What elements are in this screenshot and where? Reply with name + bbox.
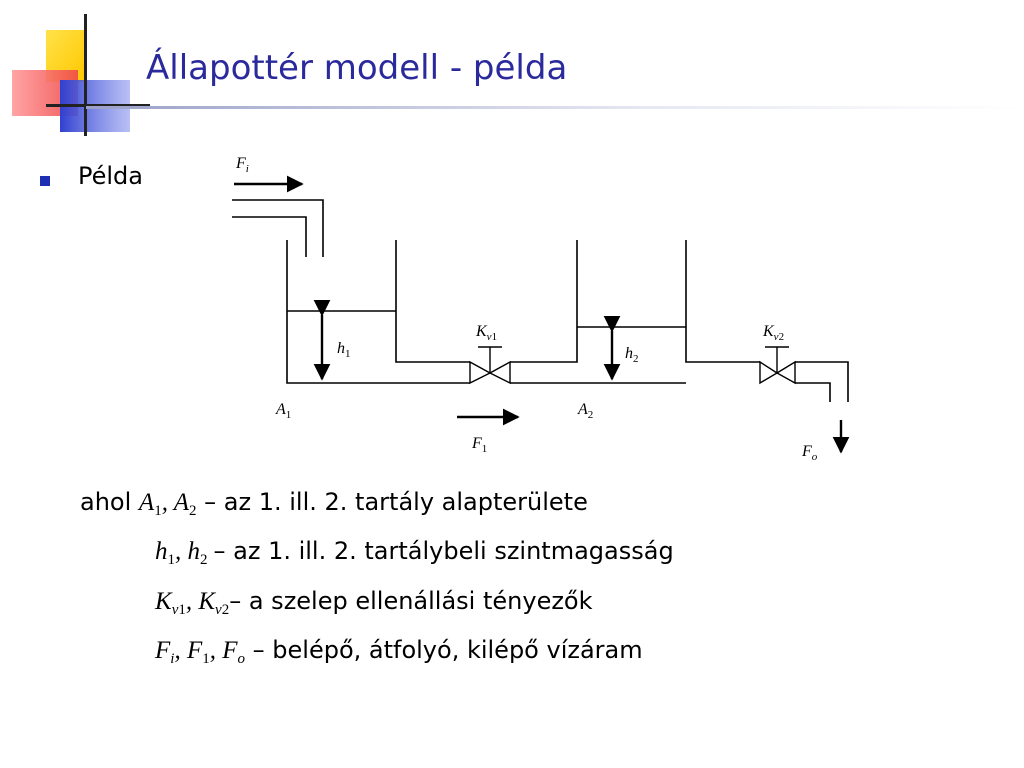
outlet-pipe-top — [795, 361, 849, 402]
inlet-pipe-outer — [232, 199, 324, 257]
definition-row-2: h1, h2– az 1. ill. 2. tartálybeli szintm… — [155, 537, 674, 569]
label-Fo: Fo — [801, 443, 818, 463]
logo-horizontal-line — [46, 104, 150, 107]
label-A2: A2 — [577, 401, 593, 421]
inlet-pipe-inner — [232, 216, 307, 257]
decorative-logo — [12, 14, 150, 136]
outlet-pipe-bottom — [795, 382, 831, 402]
label-h2: h2 — [625, 345, 639, 365]
label-h1: h1 — [337, 340, 351, 360]
tank-1-wall — [286, 240, 470, 384]
definition-text-1: – az 1. ill. 2. tartály alapterülete — [196, 488, 588, 516]
bullet-square-icon — [40, 176, 50, 186]
symbol-separator: , — [185, 588, 199, 615]
bullet-text: Példa — [78, 162, 143, 190]
symbol-A1: A1 — [138, 489, 162, 519]
slide-title: Állapottér modell - példa — [146, 48, 568, 88]
definition-lead: ahol — [80, 488, 132, 516]
symbol-separator: , — [161, 489, 174, 516]
symbol-Kv2: Kv2 — [198, 588, 230, 618]
definition-row-4: Fi, F1, Fo – belépő, átfolyó, kilépő víz… — [155, 636, 643, 668]
definition-row-1: ahol A1, A2 – az 1. ill. 2. tartály alap… — [80, 488, 588, 520]
label-Fi: Fi — [235, 155, 249, 175]
definition-row-3: Kv1, Kv2– a szelep ellenállási tényezők — [155, 587, 593, 619]
title-underline — [86, 106, 1024, 109]
symbol-h2: h2 — [187, 538, 208, 568]
valve-2-icon — [759, 346, 796, 385]
label-Kv2: Kv2 — [762, 323, 784, 343]
symbol-Kv1: Kv1 — [155, 588, 186, 618]
label-F1: F1 — [471, 435, 487, 455]
tank-2-right-wall — [685, 240, 760, 363]
symbol-separator: , — [175, 538, 188, 565]
valve-1-icon — [469, 346, 511, 385]
label-A1: A1 — [275, 401, 291, 421]
symbol-h1: h1 — [155, 538, 175, 568]
label-Kv1: Kv1 — [475, 323, 497, 343]
symbol-Fi: Fi — [155, 637, 175, 667]
definition-text-2: – az 1. ill. 2. tartálybeli szintmagassá… — [213, 537, 674, 565]
symbol-F1: F1 — [186, 637, 210, 667]
symbol-separator: , — [174, 637, 187, 664]
tank-1-right-wall — [395, 240, 470, 363]
symbol-separator: , — [209, 637, 223, 664]
two-tank-diagram: Fi h1 A1 Kv1 F1 h2 A2 Kv2 Fo — [232, 155, 850, 463]
symbol-A2: A2 — [173, 489, 197, 519]
logo-vertical-line — [84, 14, 87, 136]
definition-text-4: – belépő, átfolyó, kilépő vízáram — [245, 636, 643, 664]
symbol-Fo: Fo — [222, 637, 246, 667]
pipe-1-2-right — [510, 240, 578, 363]
definition-text-3: – a szelep ellenállási tényezők — [229, 587, 593, 615]
